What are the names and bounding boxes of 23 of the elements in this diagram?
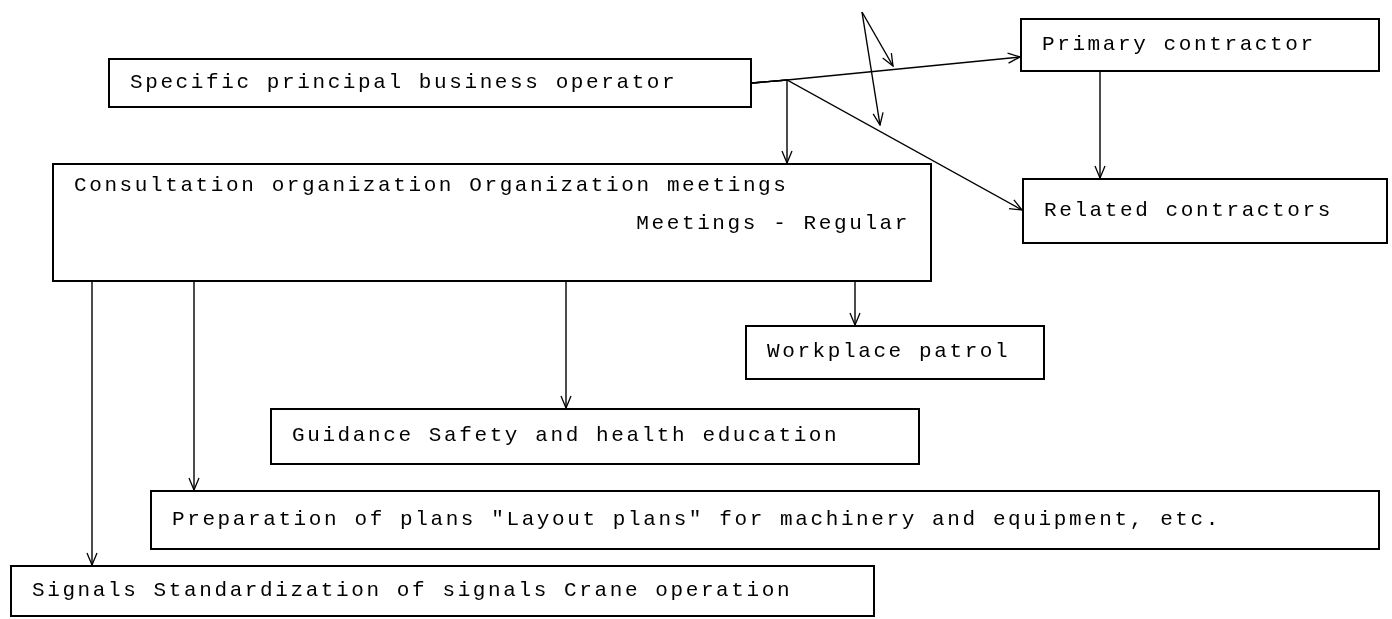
box-label: Preparation of plans "Layout plans" for machinery and equipment, etc.: [172, 506, 1221, 533]
box-label: Guidance Safety and health education: [292, 423, 840, 450]
process-box: [1020, 18, 1380, 72]
process-box: [745, 325, 1045, 380]
box-label: Related contractors: [1044, 197, 1333, 224]
process-box: [150, 490, 1380, 550]
process-box: [1022, 178, 1388, 244]
process-box: [108, 58, 752, 108]
box-label: Workplace patrol: [767, 339, 1011, 366]
arrow: [560, 281, 572, 409]
box-label: Specific principal business operator: [130, 69, 678, 96]
process-box: [270, 408, 920, 465]
arrow: [86, 281, 98, 566]
arrow: [751, 79, 1023, 211]
arrow: [849, 281, 861, 326]
process-box: [10, 565, 875, 617]
box-label: Signals Standardization of signals Crane operation: [32, 577, 793, 604]
arrow: [1094, 71, 1106, 179]
box-label: Meetings - Regular: [636, 211, 910, 238]
box-label: Primary contractor: [1042, 31, 1316, 58]
box-label: Consultation organization Organization meetings: [74, 173, 790, 199]
arrow: [188, 281, 200, 491]
process-box: [52, 163, 932, 282]
